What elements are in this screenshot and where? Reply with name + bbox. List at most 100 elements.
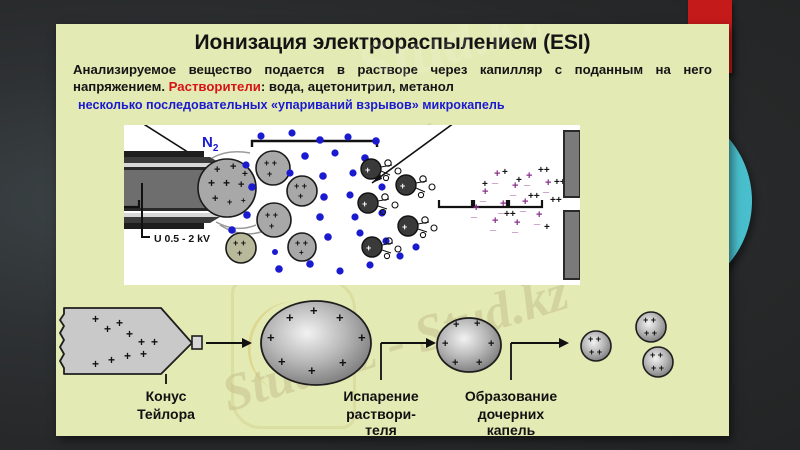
nitrogen-subscript: 2 <box>213 143 219 154</box>
svg-text:+: + <box>476 357 482 369</box>
daughter-droplet: + + + + <box>635 311 667 343</box>
svg-text:+: + <box>269 221 274 231</box>
voltage-label: U 0.5 - 2 kV <box>154 233 210 245</box>
svg-text:+: + <box>522 196 528 208</box>
svg-text:_: _ <box>542 182 550 194</box>
svg-text:+ +: + + <box>264 158 277 168</box>
svg-text:+: + <box>488 338 494 350</box>
step-label-evaporation-line1: Испарение <box>343 388 418 404</box>
svg-text:+: + <box>339 355 347 370</box>
esi-process-svg: U 0.5 - 2 kV N2 + + + + <box>124 125 580 280</box>
svg-text:+: + <box>230 161 236 173</box>
svg-text:+: + <box>92 357 99 371</box>
svg-text:+ +: + + <box>233 238 246 248</box>
svg-text:+: + <box>492 215 498 227</box>
svg-text:++: ++ <box>538 165 550 176</box>
svg-text:+: + <box>241 196 246 205</box>
svg-text:+: + <box>512 180 518 192</box>
svg-text:+ +: + + <box>265 210 278 220</box>
charged-droplet-group: + + + + + + + + + + + <box>225 150 318 264</box>
svg-text:+: + <box>267 330 275 345</box>
svg-text:+: + <box>124 349 131 363</box>
svg-text:+: + <box>366 243 371 253</box>
svg-text:+ +: + + <box>294 181 307 191</box>
svg-text:+: + <box>402 222 407 232</box>
svg-text:+: + <box>442 338 448 350</box>
primary-charged-droplet: + + + + + + + + + <box>197 158 257 218</box>
svg-text:+: + <box>362 199 367 209</box>
svg-text:+: + <box>92 312 99 326</box>
svg-text:+: + <box>138 335 145 349</box>
step-label-daughter-line2: дочерних <box>478 406 545 422</box>
svg-text:+: + <box>482 179 488 190</box>
svg-text:_: _ <box>479 191 487 203</box>
svg-text:+: + <box>536 209 542 221</box>
svg-text:_: _ <box>533 214 541 226</box>
daughter-droplet: + ++ + <box>580 330 612 362</box>
svg-text:+: + <box>237 248 242 258</box>
svg-text:_: _ <box>470 207 478 219</box>
svg-text:+: + <box>526 170 532 182</box>
svg-text:+: + <box>514 217 520 229</box>
exploding-droplet: + <box>397 215 438 239</box>
body-text-highlight: Растворители <box>168 79 261 95</box>
svg-text:+: + <box>400 181 405 191</box>
exploding-droplet: + <box>360 158 402 182</box>
svg-text:+ +: + + <box>295 238 308 248</box>
svg-text:_: _ <box>489 220 497 232</box>
slide-content-panel: Stud.kz kz - Stud.kz Stud.kz - Stud.kz И… <box>56 24 729 436</box>
svg-text:+: + <box>286 310 294 325</box>
step-label-evaporation-line3: теля <box>365 422 397 436</box>
svg-text:+ +: + + <box>651 363 664 373</box>
svg-text:+: + <box>544 222 550 233</box>
slide-title: Ионизация электрораспылением (ESI) <box>194 31 591 54</box>
svg-text:_: _ <box>511 222 519 234</box>
charged-droplet: + + + <box>256 202 292 238</box>
svg-text:+: + <box>310 303 318 318</box>
svg-text:+: + <box>267 169 272 179</box>
esi-process-steps-row: ++ ++ ++ ++ ++ <box>56 300 729 436</box>
annotation-arrow-right <box>371 125 453 184</box>
step-label-daughter-line3: капель <box>487 422 536 436</box>
svg-text:+: + <box>308 363 316 378</box>
svg-text:+ +: + + <box>650 350 663 360</box>
svg-text:+ +: + + <box>589 347 602 357</box>
slide-subtitle: несколько последовательных «упариваний в… <box>78 97 505 112</box>
svg-text:_: _ <box>509 185 517 197</box>
svg-text:+: + <box>223 176 230 190</box>
svg-text:+ +: + + <box>644 328 657 338</box>
svg-text:+ +: + + <box>643 315 656 325</box>
taylor-cone-shape: ++ ++ ++ ++ ++ <box>59 307 203 375</box>
svg-text:+: + <box>140 347 147 361</box>
nitrogen-label: N2 <box>202 134 219 154</box>
voltage-leader-line <box>141 183 150 238</box>
svg-text:+: + <box>336 310 344 325</box>
svg-text:+: + <box>473 202 479 214</box>
process-arrow-2 <box>380 338 436 380</box>
charged-droplet: + + + <box>225 232 257 264</box>
svg-text:_: _ <box>519 201 527 213</box>
svg-text:+: + <box>500 198 506 210</box>
skimmer-electrode-plates <box>563 130 580 280</box>
svg-text:+: + <box>299 248 304 257</box>
svg-text:++: ++ <box>554 177 566 188</box>
step-label-taylor-cone-line2: Тейлора <box>137 406 195 422</box>
svg-text:+: + <box>452 357 458 369</box>
evaporating-droplet-large: +++ ++ +++ <box>260 300 372 386</box>
svg-text:+: + <box>242 169 248 180</box>
svg-text:+: + <box>238 179 244 191</box>
svg-text:+: + <box>151 335 158 349</box>
svg-text:+: + <box>278 354 286 369</box>
step-label-taylor-cone-line1: Конус <box>146 388 187 404</box>
charged-droplet: + + + <box>255 150 291 186</box>
process-arrow-1 <box>206 338 252 348</box>
body-text-part2: : вода, ацетонитрил, метанол <box>260 79 454 95</box>
charged-droplet: + + + <box>286 175 318 207</box>
svg-text:+: + <box>126 327 133 341</box>
svg-text:++: ++ <box>550 195 562 206</box>
body-text-part1: Анализируемое вещество подается в раство… <box>73 62 712 95</box>
svg-text:+: + <box>502 167 508 178</box>
svg-text:+: + <box>545 177 551 189</box>
coulomb-explosion-droplet-group: + + <box>357 158 438 260</box>
bare-ion-cluster: +_ +_ +_ +_ +_ +_ +_ +_ +_ +_ +_ + <box>470 165 566 234</box>
